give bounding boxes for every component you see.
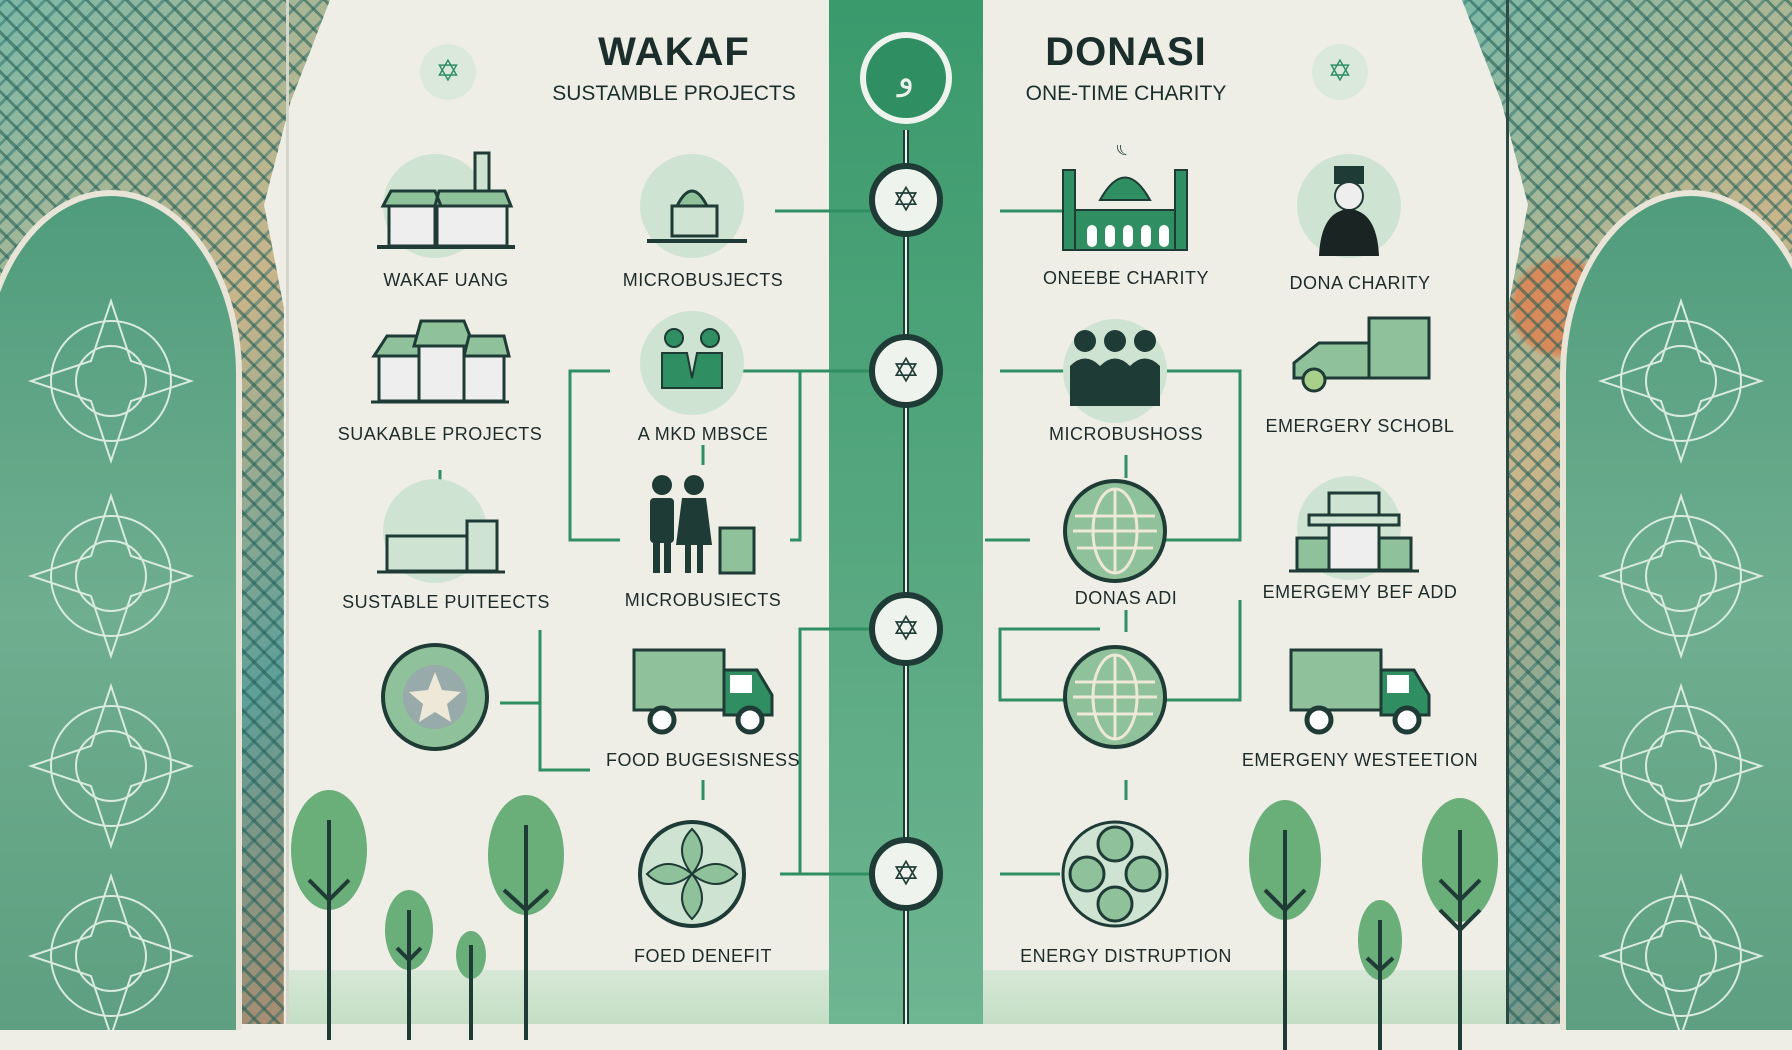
- building-icon: [377, 479, 505, 583]
- tree-icon: [1249, 800, 1321, 1050]
- item-label: FOED DENEFIT: [633, 946, 773, 966]
- item-label: SUSTABLE PUITEECTS: [342, 592, 550, 612]
- tree-icon: [488, 795, 564, 1040]
- item-label: EMERGENY WESTEETION: [1241, 750, 1479, 770]
- right-panel-edge: [1506, 0, 1509, 1024]
- rosette-pattern-icon: [1597, 297, 1765, 1030]
- trees-right: [1249, 798, 1498, 1050]
- wakaf-title: WAKAF: [598, 30, 750, 74]
- handshake-icon: [640, 311, 744, 415]
- tree-icon: [291, 790, 367, 1040]
- star-node-1: ✡: [869, 163, 943, 237]
- right-arch-panel: [1560, 190, 1792, 1030]
- donasi-title: DONASI: [1045, 30, 1207, 74]
- houses-icon: [371, 319, 511, 404]
- tree-icon: [1422, 798, 1498, 1050]
- tree-icon: [1358, 900, 1402, 1050]
- wakaf-subtitle: SUSTAMBLE PROJECTS: [552, 82, 796, 105]
- rosette-pattern-icon: [27, 297, 195, 1030]
- family-bag-icon: [650, 475, 756, 575]
- mosque-market-icon: [640, 154, 747, 258]
- item-label: WAKAF UANG: [383, 270, 509, 290]
- cluster-icon: [1061, 820, 1169, 928]
- item-label: DONAS ADI: [1074, 588, 1178, 608]
- person-icon: [1297, 154, 1401, 258]
- globe-icon: [1063, 479, 1167, 583]
- star-node-4: ✡: [869, 837, 943, 911]
- wakaf-star-badge-icon: ✡: [420, 44, 476, 100]
- item-label: ENERGY DISTRUPTION: [1020, 946, 1232, 966]
- factory-icon: [377, 151, 515, 258]
- leaf-icon: [638, 820, 746, 928]
- van-icon: [1292, 316, 1431, 393]
- left-arch-panel: [0, 190, 242, 1030]
- truck-icon: [632, 648, 774, 735]
- tree-icon: [385, 890, 433, 1040]
- gate-building-icon: [1289, 476, 1419, 580]
- people-icon: [1063, 319, 1167, 423]
- mosque-icon: ☾: [1062, 145, 1188, 251]
- star-badge-icon: [381, 643, 489, 751]
- item-label: MICROBUSIECTS: [624, 590, 782, 610]
- trees-left: [291, 790, 564, 1040]
- donasi-star-badge-icon: ✡: [1312, 44, 1368, 100]
- globe-icon: [1063, 645, 1167, 749]
- item-label: MICROBUSHOSS: [1048, 424, 1204, 444]
- item-label: EMERGERY SCHOBL: [1265, 416, 1455, 436]
- star-node-3: ✡: [869, 592, 943, 666]
- star-node-2: ✡: [869, 334, 943, 408]
- item-label: MICROBUSJECTS: [622, 270, 784, 290]
- item-label: A MKD MBSCE: [637, 424, 769, 444]
- item-label: FOOD BUGESISNESS: [605, 750, 801, 770]
- item-label: ONEEBE CHARITY: [1042, 268, 1210, 288]
- item-label: DONA CHARITY: [1289, 273, 1431, 293]
- left-panel-edge: [286, 0, 289, 1024]
- item-label: EMERGEMY BEF ADD: [1262, 582, 1458, 602]
- donasi-subtitle: ONE-TIME CHARITY: [1025, 82, 1227, 105]
- truck-icon: [1289, 648, 1431, 735]
- item-label: SUAKABLE PROJECTS: [337, 424, 543, 444]
- svg-text:☾: ☾: [1115, 145, 1135, 160]
- center-emblem-node: ﻭ: [860, 32, 952, 124]
